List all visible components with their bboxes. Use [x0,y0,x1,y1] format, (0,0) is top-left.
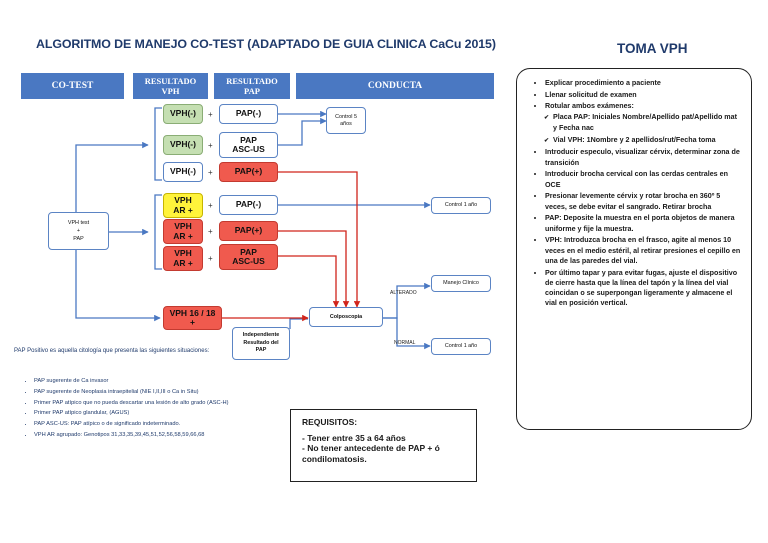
page-title: ALGORITMO DE MANEJO CO-TEST (ADAPTADO DE… [36,37,496,51]
node-pap-neg-2: PAP(-) [219,195,278,215]
header-resultado-pap-line1: RESULTADO [226,76,278,86]
node-vph-ar-red-1-l2: AR + [173,230,193,241]
plus-sign: + [208,254,213,263]
node-pap-pos-1: PAP(+) [219,162,278,182]
header-resultado-pap-line2: PAP [244,86,260,96]
node-vph-16-18: VPH 16 / 18 + [163,306,222,330]
list-item: VPH AR agrupado: Genotipos 31,33,35,39,4… [34,431,230,441]
plus-sign: + [208,110,213,119]
node-vph-16-18-l1: VPH 16 / 18 [169,307,216,318]
edge-independiente-to-colpo [289,318,308,329]
requisitos-item: - Tener entre 35 a 64 años [302,433,406,444]
edge-colpo-normal [383,317,431,350]
node-colposcopia: Colposcopia [309,307,383,327]
list-item: PAP: Deposite la muestra en el porta obj… [545,213,741,234]
node-vph-ar-yellow-l2: AR + [173,204,193,215]
node-pap-ascus-1-l1: PAP [240,134,257,145]
node-vph-ar-red-2-l2: AR + [173,257,193,268]
edge-pap-ascus1-to-control5 [278,117,327,146]
list-item: Primer PAP atípico que no pueda descarta… [34,399,230,409]
plus-sign: + [208,227,213,236]
node-control-1-ano-b: Control 1 año [431,338,491,355]
node-pap-ascus-1-l2: ASC-US [232,144,265,154]
bracket-vph-ar [154,194,162,270]
node-vph-ar-yellow-l1: VPH [174,195,192,205]
node-vph-ar-red-2-l1: VPH [174,248,192,258]
list-item: PAP sugerente de Neoplasia intraepitelia… [34,388,230,398]
header-resultado-vph-line1: RESULTADO [144,76,197,86]
header-resultado-pap: RESULTADO PAP [214,73,290,99]
node-vph-test-pap: VPH test + PAP [48,212,109,250]
sub-list-item: Placa PAP: Iniciales Nombre/Apellido pat… [553,112,741,134]
node-independiente-l2: Resultado del [243,339,279,346]
requisitos-title: REQUISITOS: [302,417,358,427]
list-item: Introducir especulo, visualizar cérvix, … [545,147,741,168]
node-manejo-clinico: Manejo Clínico [431,275,491,292]
header-conducta: CONDUCTA [296,73,494,99]
list-item: Primer PAP atípico glandular, (AGUS) [34,409,230,419]
node-pap-ascus-2-l1: PAP [240,246,257,257]
list-item-text: Rotular ambos exámenes: [545,102,634,111]
requisitos-box: REQUISITOS: - Tener entre 35 a 64 años -… [290,409,477,482]
list-item: Introducir brocha cervical con las cerda… [545,169,741,190]
pap-positive-definition: PAP Positivo es aquella citología que pr… [14,348,210,354]
node-independiente-pap: Independiente Resultado del PAP [232,327,290,360]
node-control-5-anos: Control 5 años [326,107,366,134]
header-resultado-vph-line2: VPH [161,86,180,96]
edge-pap-ascus2-to-colpo [278,255,340,308]
node-vph-ar-red-1-l1: VPH [174,221,192,231]
bracket-vph-neg [154,107,162,181]
node-pap-ascus-2-l2: ASC-US [232,256,265,266]
node-independiente-l1: Independiente [242,332,280,339]
node-vph-ar-yellow: VPH AR + [163,193,203,218]
node-pap-ascus-2: PAP ASC-US [219,244,278,270]
list-item: Por último tapar y para evitar fugas, aj… [545,268,741,309]
list-item: Llenar solicitud de examen [545,90,741,100]
sub-list-item: Vial VPH: 1Nombre y 2 apellidos/rut/Fech… [553,135,741,146]
node-control-5-l1: Control 5 [335,113,357,120]
plus-sign: + [208,168,213,177]
node-start-line1: VPH test [67,220,90,226]
edge-start-to-vph1618 [75,250,161,322]
node-start-line3: PAP [73,236,84,242]
node-pap-pos-2: PAP(+) [219,221,278,241]
node-independiente-l3: PAP [255,347,267,354]
list-item: Explicar procedimiento a paciente [545,78,741,88]
pap-positive-list: PAP sugerente de Ca invasor PAP sugerent… [20,377,230,442]
edge-start-to-vph-neg [75,141,149,212]
node-pap-neg-1: PAP(-) [219,104,278,124]
requisitos-item: - No tener antecedente de PAP + ó condil… [302,443,440,464]
toma-vph-box: Explicar procedimiento a paciente Llenar… [516,68,752,430]
edge-pap-pos1-to-colpo [278,171,361,308]
list-item: Rotular ambos exámenes: Placa PAP: Inici… [545,101,741,146]
node-vph-neg-1: VPH(-) [163,104,203,124]
list-item: Presionar levemente cérvix y rotar broch… [545,191,741,212]
edge-label-normal: NORMAL [394,340,416,346]
node-vph-neg-2: VPH(-) [163,135,203,155]
node-vph-16-18-l2: + [190,317,195,327]
node-control-1-ano-a: Control 1 año [431,197,491,214]
edge-label-alterado: ALTERADO [390,290,417,296]
plus-sign: + [208,141,213,150]
header-resultado-vph: RESULTADO VPH [133,73,208,99]
node-pap-ascus-1: PAP ASC-US [219,132,278,158]
toma-vph-title: TOMA VPH [617,41,688,56]
list-item: VPH: Introduzca brocha en el frasco, agi… [545,235,741,266]
list-item: PAP ASC-US: PAP atípico o de significado… [34,420,230,430]
node-vph-ar-red-1: VPH AR + [163,219,203,244]
node-control-5-l2: años [340,120,352,127]
node-vph-ar-red-2: VPH AR + [163,246,203,271]
plus-sign: + [208,201,213,210]
list-item: PAP sugerente de Ca invasor [34,377,230,387]
header-cotest: CO-TEST [21,73,124,99]
node-vph-neg-3: VPH(-) [163,162,203,182]
edge-pap-pos2-to-colpo [278,230,350,308]
node-start-line2: + [76,228,81,234]
